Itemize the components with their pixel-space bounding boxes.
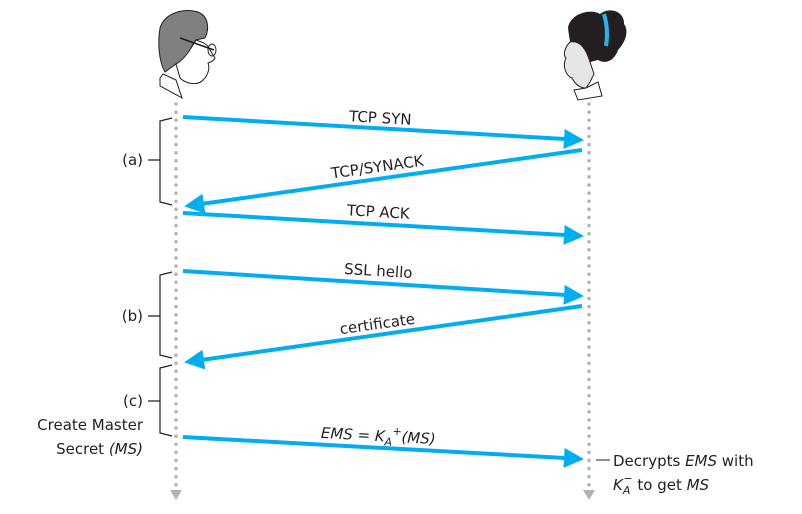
note-text: Secret — [56, 440, 109, 458]
message-label-tcp-ack: TCP ACK — [345, 201, 411, 223]
note-k-sub: A — [622, 484, 631, 497]
create-master-secret-line1: Create Master — [37, 416, 144, 434]
message-label-ssl-hello: SSL hello — [344, 260, 413, 282]
phase-label-b: (b) — [122, 307, 143, 325]
message-arrow-ems — [182, 435, 584, 468]
ems-sub: A — [383, 435, 392, 448]
client-man-with-glasses-icon — [158, 10, 217, 100]
server-woman-icon — [563, 10, 627, 101]
server-lifeline-arrow-icon — [583, 490, 595, 500]
note-ms: MS — [687, 476, 710, 494]
decrypt-note-line1: Decrypts EMS with — [613, 452, 754, 470]
client-lifeline-arrow-icon — [170, 490, 182, 500]
note-text: to get — [633, 476, 687, 494]
decrypt-note-line2: KA− to get MS — [613, 472, 710, 497]
note-ems: EMS — [685, 452, 717, 470]
phase-bracket-c — [148, 364, 173, 437]
phase-bracket-b — [148, 271, 173, 359]
message-arrow-certificate — [184, 304, 583, 370]
phase-label-a: (a) — [122, 151, 143, 169]
create-master-secret-line2: Secret (MS) — [56, 440, 143, 458]
message-arrow-tcp-syn — [182, 115, 584, 149]
message-arrow-ssl-hello — [182, 269, 584, 305]
note-k-sup: − — [623, 472, 632, 485]
note-text: with — [717, 452, 754, 470]
message-label-ems: EMS = KA+(MS) — [320, 421, 436, 451]
ems-sup: + — [392, 425, 402, 438]
phase-label-c: (c) — [123, 392, 143, 410]
note-text: Decrypts — [613, 452, 685, 470]
ems-arg: (MS) — [401, 428, 436, 448]
ems-eq: = K — [352, 426, 386, 446]
ems-lhs: EMS — [320, 424, 353, 444]
note-ms: (MS) — [109, 440, 143, 458]
message-label-tcp-syn: TCP SYN — [348, 107, 412, 129]
message-arrow-tcp-ack — [182, 211, 584, 245]
phase-bracket-a — [148, 117, 173, 206]
note-k: K — [613, 476, 624, 494]
message-arrow-tcp-synack — [184, 148, 583, 214]
